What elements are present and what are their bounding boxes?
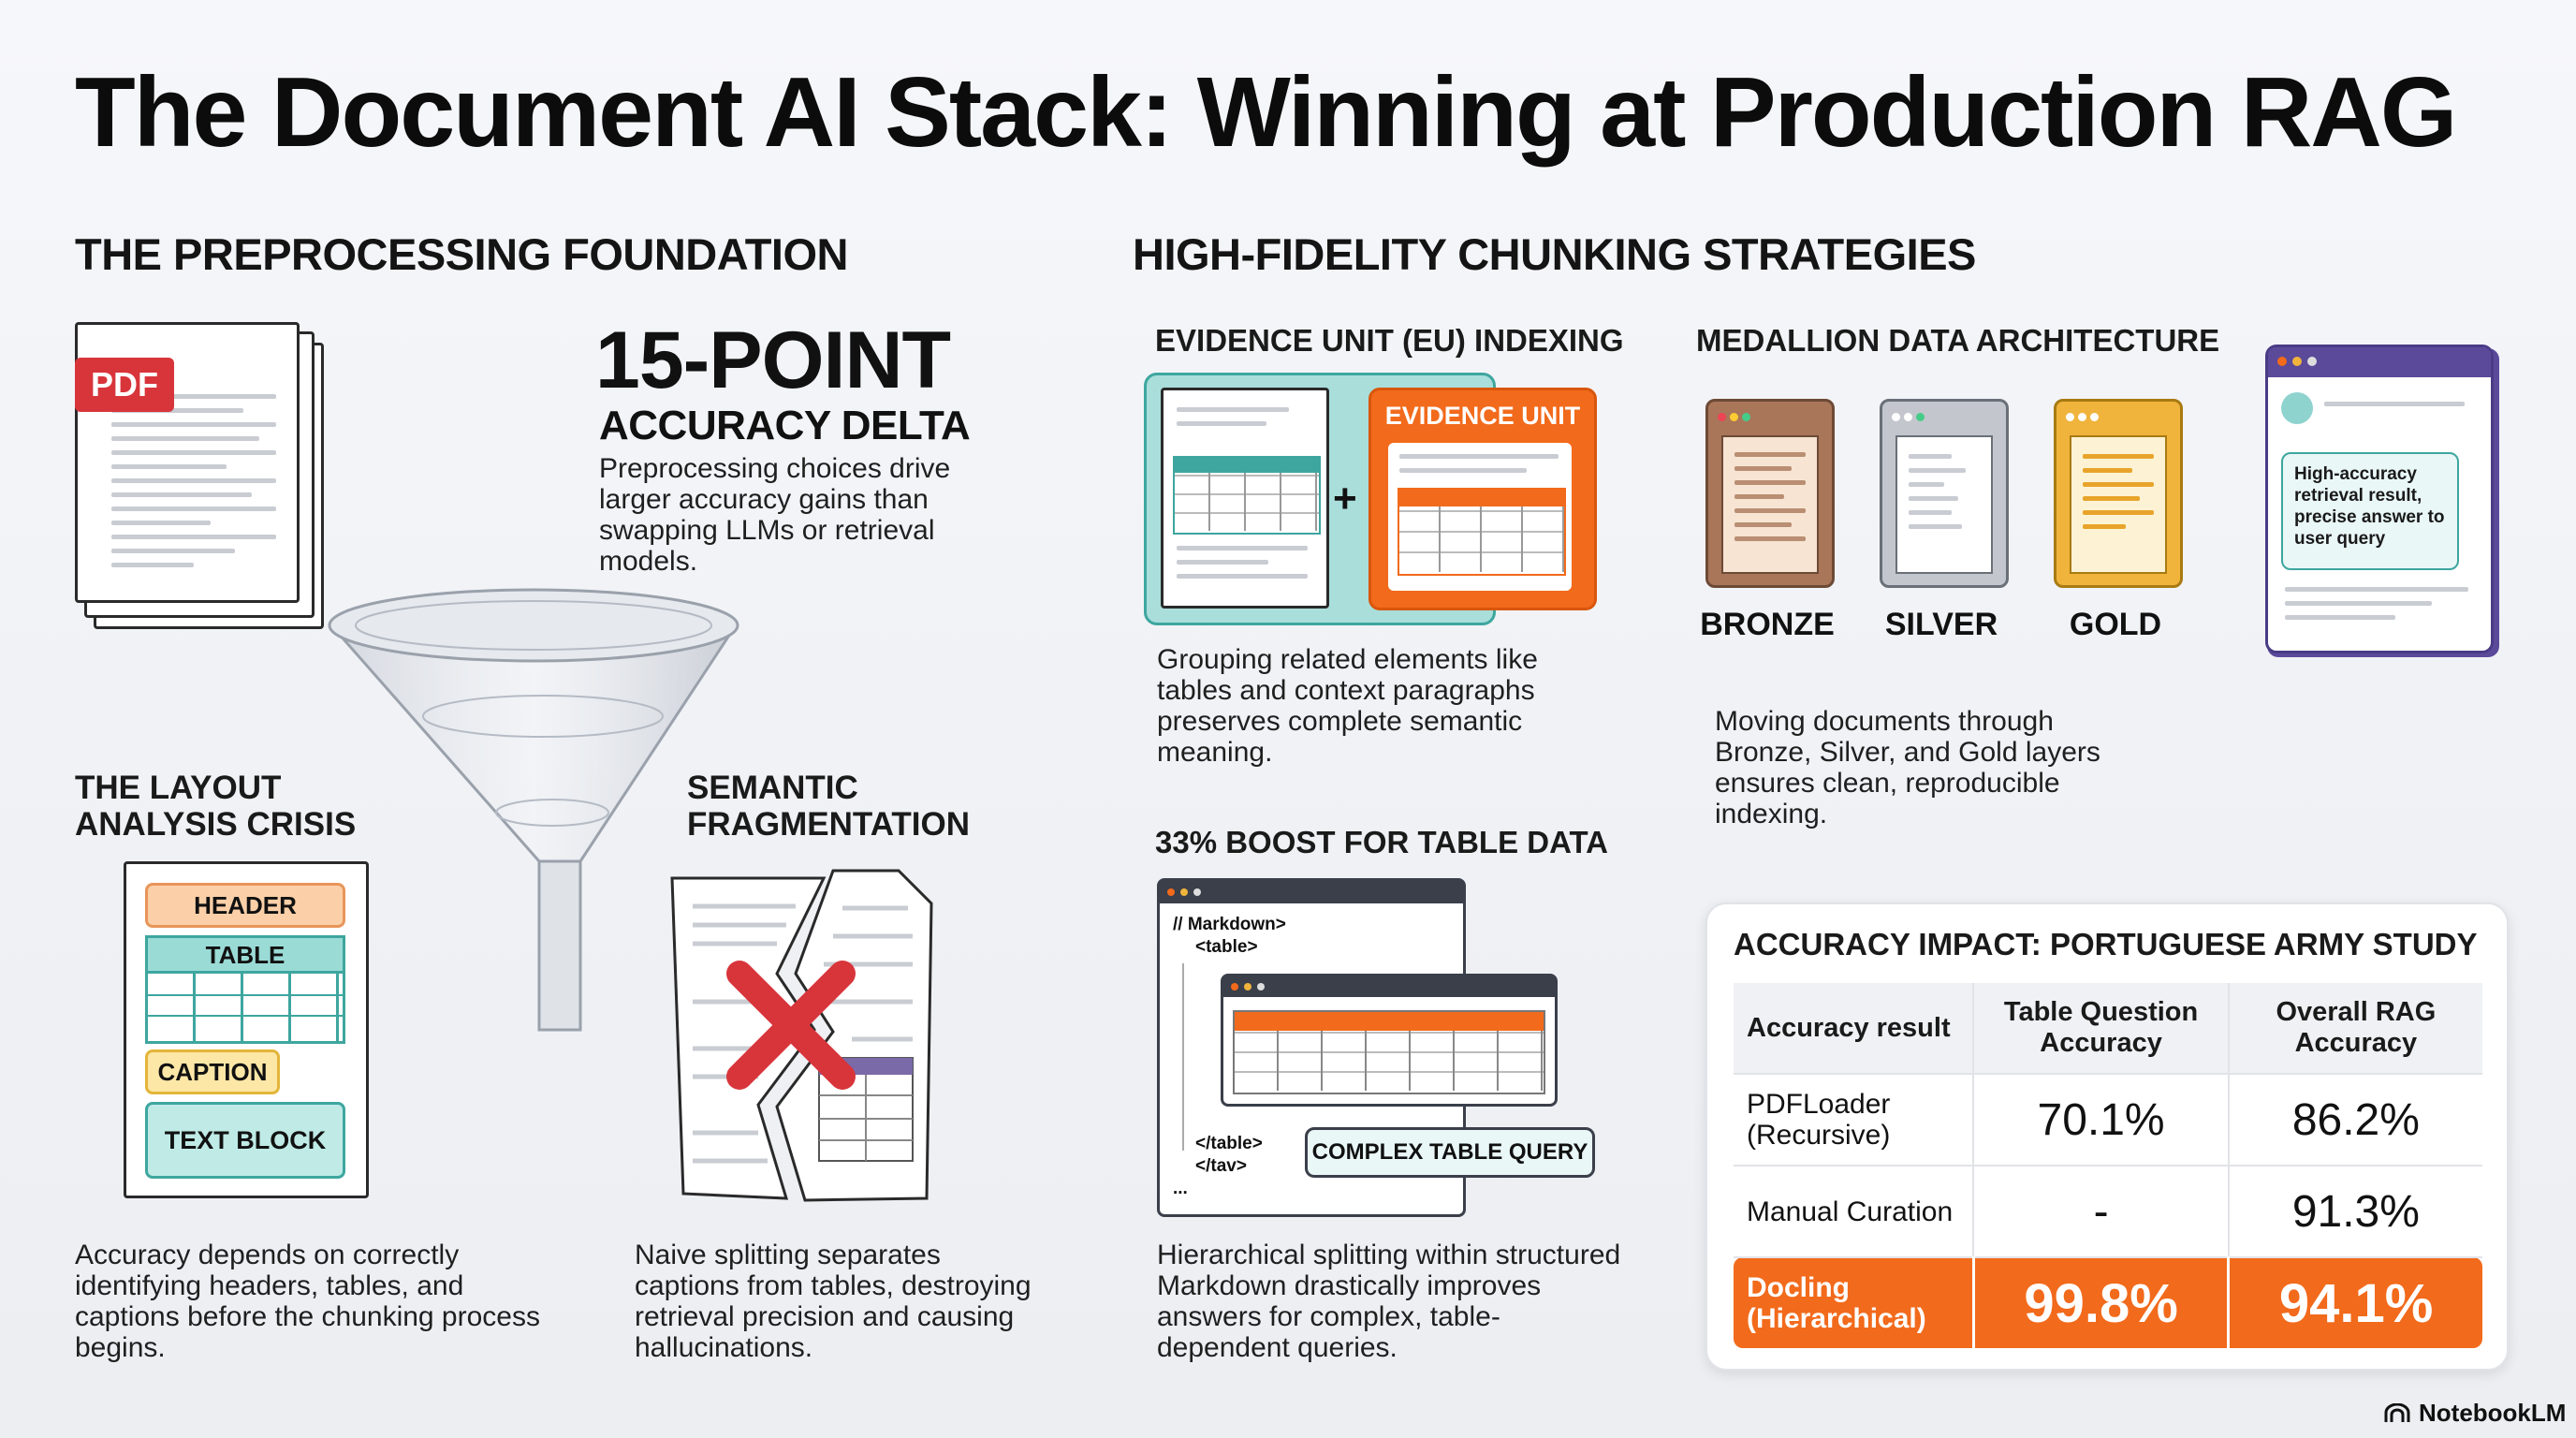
code-line-tav-close: </tav> [1195, 1156, 1247, 1176]
medallion-description: Moving documents through Bronze, Silver,… [1715, 706, 2100, 829]
user-avatar-icon [2281, 392, 2313, 424]
complex-table-query-chip: COMPLEX TABLE QUERY [1305, 1127, 1595, 1178]
bronze-doc-icon [1705, 399, 1835, 588]
header-block: HEADER [145, 883, 345, 928]
accuracy-impact-card: ACCURACY IMPACT: PORTUGUESE ARMY STUDY A… [1705, 902, 2509, 1371]
row-label: PDFLoader (Recursive) [1734, 1073, 1975, 1166]
table-q-value: - [1973, 1165, 2230, 1257]
col-header-table-q: Table Question Accuracy [1973, 983, 2230, 1074]
page-title: The Document AI Stack: Winning at Produc… [75, 57, 2457, 168]
brand-name: NotebookLM [2419, 1399, 2567, 1427]
code-line-table-close: </table> [1195, 1134, 1263, 1153]
rendered-table-window [1221, 974, 1558, 1107]
stat-label: ACCURACY DELTA [599, 403, 971, 448]
evidence-unit-card: EVIDENCE UNIT [1368, 388, 1597, 610]
overall-value: 86.2% [2228, 1073, 2482, 1166]
text-block: TEXT BLOCK [145, 1102, 345, 1179]
table-grid [145, 971, 345, 1044]
fragmentation-heading-2: FRAGMENTATION [687, 806, 970, 843]
result-bubble: High-accuracy retrieval result, precise … [2281, 452, 2459, 570]
layout-heading-2: ANALYSIS CRISIS [75, 806, 357, 843]
tier-silver-label: SILVER [1884, 607, 1998, 642]
layout-document-card: HEADER TABLE CAPTION TEXT BLOCK [124, 861, 369, 1198]
layout-description: Accuracy depends on correctly identifyin… [75, 1240, 540, 1363]
eu-heading: EVIDENCE UNIT (EU) INDEXING [1155, 323, 1624, 358]
medallion-heading: MEDALLION DATA ARCHITECTURE [1696, 323, 2220, 358]
table-row: PDFLoader (Recursive) 70.1% 86.2% [1734, 1073, 2482, 1166]
silver-doc-icon [1880, 399, 2009, 588]
chunking-heading: HIGH-FIDELITY CHUNKING STRATEGIES [1133, 229, 1976, 279]
impact-heading: ACCURACY IMPACT: PORTUGUESE ARMY STUDY [1734, 927, 2478, 961]
table-block: TABLE [145, 935, 345, 975]
tier-bronze-label: BRONZE [1700, 607, 1835, 642]
overall-value: 94.1% [2228, 1256, 2482, 1348]
tier-gold-label: GOLD [2069, 607, 2162, 642]
col-header-overall: Overall RAG Accuracy [2228, 983, 2482, 1074]
table-boost-description: Hierarchical splitting within structured… [1157, 1240, 1621, 1363]
row-label: Docling (Hierarchical) [1734, 1256, 1975, 1348]
gold-doc-icon [2054, 399, 2183, 588]
code-line-table-open: <table> [1195, 937, 1258, 957]
accuracy-table: Accuracy result Table Question Accuracy … [1734, 983, 2482, 1348]
layout-heading-1: THE LAYOUT [75, 770, 282, 806]
result-window: High-accuracy retrieval result, precise … [2265, 345, 2494, 653]
preprocessing-heading: THE PREPROCESSING FOUNDATION [75, 229, 848, 279]
table-q-value: 99.8% [1973, 1256, 2231, 1348]
table-row: Manual Curation - 91.3% [1734, 1165, 2482, 1257]
evidence-unit-badge: EVIDENCE UNIT [1384, 402, 1581, 430]
stat-description: Preprocessing choices drive larger accur… [599, 453, 951, 577]
pdf-badge: PDF [75, 358, 174, 412]
funnel-icon [328, 588, 739, 1032]
col-header-result: Accuracy result [1734, 983, 1975, 1074]
row-label: Manual Curation [1734, 1165, 1975, 1257]
notebooklm-logo-icon [2384, 1402, 2410, 1422]
stat-value: 15-POINT [595, 315, 951, 405]
eu-description: Grouping related elements like tables an… [1157, 644, 1538, 768]
caption-block: CAPTION [145, 1049, 280, 1094]
overall-value: 91.3% [2228, 1165, 2482, 1257]
code-line-markdown: // Markdown> [1173, 915, 1286, 934]
fragmentation-heading-1: SEMANTIC [687, 770, 858, 806]
pdf-document-illustration: PDF [67, 318, 329, 637]
table-boost-heading: 33% BOOST FOR TABLE DATA [1155, 825, 1609, 859]
code-line-ellipsis: ... [1173, 1179, 1188, 1198]
plus-icon: + [1333, 476, 1357, 521]
table-row-highlight: Docling (Hierarchical) 99.8% 94.1% [1734, 1256, 2482, 1348]
brand-mark: NotebookLM [2383, 1399, 2566, 1428]
fragmentation-description: Naive splitting separates captions from … [635, 1240, 1032, 1363]
table-q-value: 70.1% [1973, 1073, 2230, 1166]
eu-source-doc [1161, 388, 1329, 609]
torn-document-illustration [670, 869, 933, 1202]
